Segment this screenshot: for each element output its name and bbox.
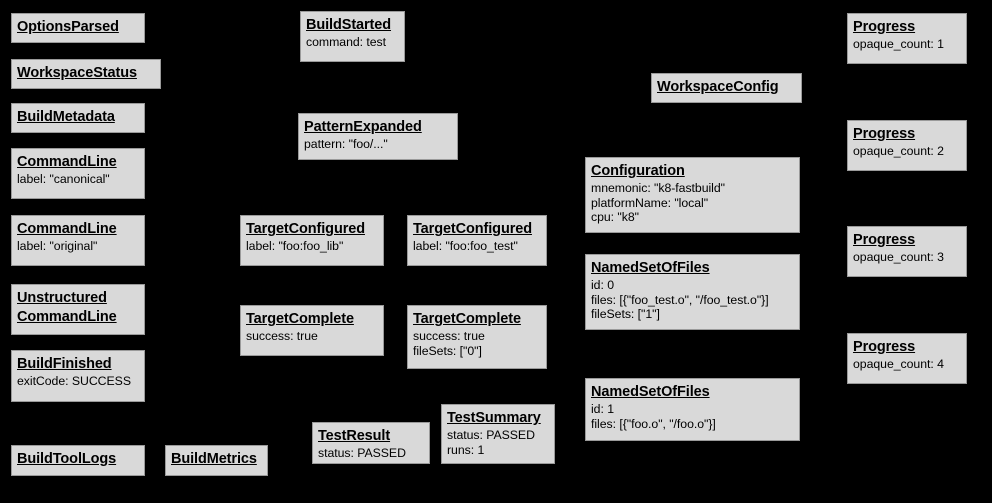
node-field: label: "canonical"	[17, 172, 110, 187]
node-title: Progress	[853, 339, 916, 355]
node-field: status: PASSED	[318, 446, 406, 461]
node-field: label: "foo:foo_test"	[413, 239, 518, 254]
node-fields: label: "canonical"	[17, 172, 139, 187]
node-target-configured-foo-lib[interactable]: TargetConfigured label: "foo:foo_lib"	[240, 215, 384, 266]
node-field: mnemonic: "k8-fastbuild"	[591, 181, 725, 196]
node-field: files: [{"foo.o", "/foo.o"}]	[591, 416, 716, 431]
node-build-metrics[interactable]: BuildMetrics	[165, 445, 268, 476]
node-fields: status: PASSED	[318, 446, 424, 461]
node-field: fileSets: ["1"]	[591, 307, 660, 322]
node-target-configured-foo-test[interactable]: TargetConfigured label: "foo:foo_test"	[407, 215, 547, 266]
node-options-parsed[interactable]: OptionsParsed	[11, 13, 145, 43]
node-configuration[interactable]: Configuration mnemonic: "k8-fastbuild"pla…	[585, 157, 800, 233]
node-title: CommandLine	[17, 154, 117, 170]
node-field: opaque_count: 4	[853, 357, 944, 372]
node-build-finished[interactable]: BuildFinished exitCode: SUCCESS	[11, 350, 145, 402]
node-field: opaque_count: 2	[853, 144, 944, 159]
node-title: BuildStarted	[306, 17, 392, 33]
node-field: label: "foo:foo_lib"	[246, 239, 344, 254]
node-fields: opaque_count: 4	[853, 357, 961, 372]
node-title: TestResult	[318, 428, 391, 444]
node-field: status: PASSED	[447, 428, 535, 443]
node-command-line-canonical[interactable]: CommandLine label: "canonical"	[11, 148, 145, 199]
node-field: id: 1	[591, 402, 614, 417]
node-fields: opaque_count: 2	[853, 144, 961, 159]
node-progress-4[interactable]: Progress opaque_count: 4	[847, 333, 967, 384]
node-title: NamedSetOfFiles	[591, 260, 710, 276]
node-build-metadata[interactable]: BuildMetadata	[11, 103, 145, 133]
node-fields: pattern: "foo/..."	[304, 137, 452, 152]
node-progress-1[interactable]: Progress opaque_count: 1	[847, 13, 967, 64]
node-title: BuildFinished	[17, 356, 112, 372]
node-fields: label: "foo:foo_lib"	[246, 239, 378, 254]
node-title: Progress	[853, 19, 916, 35]
node-title: BuildMetrics	[171, 451, 257, 467]
node-field: id: 0	[591, 278, 614, 293]
node-title: WorkspaceStatus	[17, 65, 137, 81]
node-title: BuildMetadata	[17, 109, 115, 125]
node-build-tool-logs[interactable]: BuildToolLogs	[11, 445, 145, 476]
node-title: CommandLine	[17, 309, 117, 326]
node-title: TargetComplete	[246, 311, 354, 327]
node-title: BuildToolLogs	[17, 451, 117, 467]
node-field: pattern: "foo/..."	[304, 137, 388, 152]
node-workspace-config[interactable]: WorkspaceConfig	[651, 73, 802, 103]
node-fields: opaque_count: 1	[853, 37, 961, 52]
node-field: runs: 1	[447, 442, 485, 457]
node-pattern-expanded[interactable]: PatternExpanded pattern: "foo/..."	[298, 113, 458, 160]
node-fields: exitCode: SUCCESS	[17, 374, 139, 389]
node-target-complete-foo-lib[interactable]: TargetComplete success: true	[240, 305, 384, 356]
node-title: OptionsParsed	[17, 19, 119, 35]
node-title: NamedSetOfFiles	[591, 384, 710, 400]
node-field: command: test	[306, 35, 386, 50]
node-fields: label: "foo:foo_test"	[413, 239, 541, 254]
node-title: Progress	[853, 126, 916, 142]
node-title: TargetConfigured	[413, 221, 532, 237]
node-title: TargetConfigured	[246, 221, 365, 237]
node-fields: success: true	[246, 329, 378, 344]
node-field: platformName: "local"	[591, 195, 709, 210]
node-field: cpu: "k8"	[591, 210, 639, 225]
node-fields: mnemonic: "k8-fastbuild"platformName: "l…	[591, 181, 794, 225]
node-progress-2[interactable]: Progress opaque_count: 2	[847, 120, 967, 171]
node-fields: label: "original"	[17, 239, 139, 254]
node-workspace-status[interactable]: WorkspaceStatus	[11, 59, 161, 89]
node-progress-3[interactable]: Progress opaque_count: 3	[847, 226, 967, 277]
node-command-line-original[interactable]: CommandLine label: "original"	[11, 215, 145, 266]
node-fields: command: test	[306, 35, 399, 50]
node-field: fileSets: ["0"]	[413, 343, 482, 358]
node-field: success: true	[246, 329, 318, 344]
node-build-started[interactable]: BuildStarted command: test	[300, 11, 405, 62]
node-field: opaque_count: 3	[853, 250, 944, 265]
node-test-result[interactable]: TestResult status: PASSED	[312, 422, 430, 464]
node-title: Configuration	[591, 163, 685, 179]
node-field: files: [{"foo_test.o", "/foo_test.o"}]	[591, 292, 769, 307]
node-field: success: true	[413, 329, 485, 344]
node-title: TargetComplete	[413, 311, 521, 327]
node-title: CommandLine	[17, 221, 117, 237]
node-title: WorkspaceConfig	[657, 79, 779, 95]
node-field: label: "original"	[17, 239, 98, 254]
node-title: Progress	[853, 232, 916, 248]
node-title: Unstructured	[17, 290, 107, 306]
node-field: exitCode: SUCCESS	[17, 374, 131, 389]
node-field: opaque_count: 1	[853, 37, 944, 52]
node-fields: opaque_count: 3	[853, 250, 961, 265]
node-title: PatternExpanded	[304, 119, 422, 135]
node-title: TestSummary	[447, 410, 541, 426]
